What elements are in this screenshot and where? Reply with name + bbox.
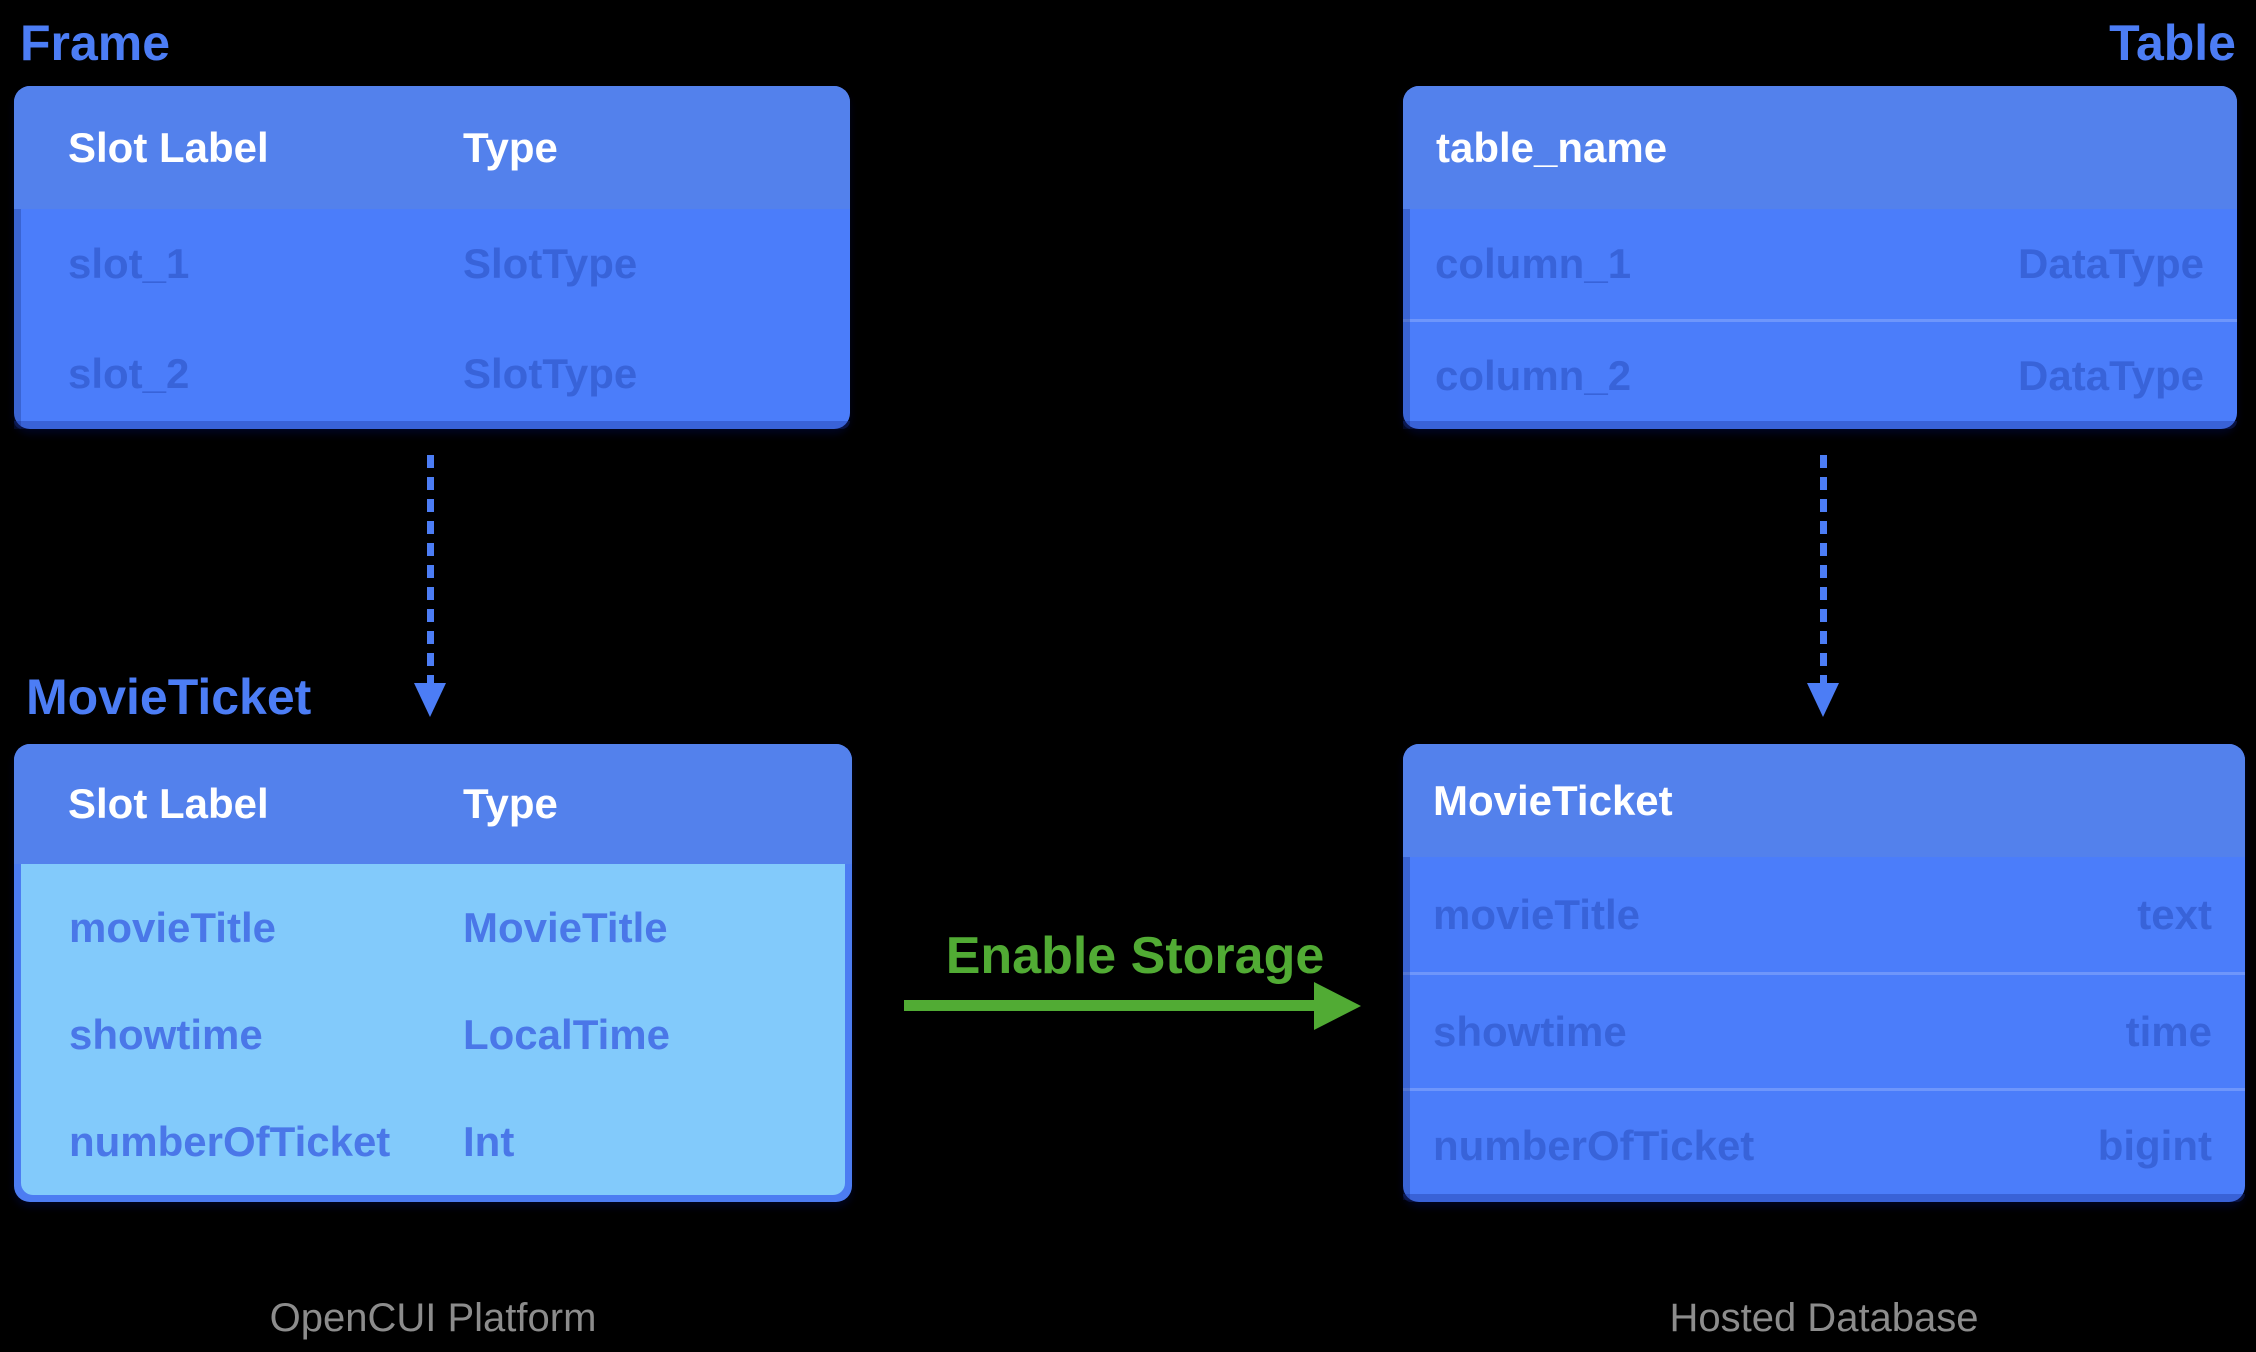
column-name-cell: movieTitle (1433, 890, 1640, 938)
dashed-line (426, 455, 434, 683)
frame-header-col1: Slot Label (68, 123, 269, 171)
enable-storage-label: Enable Storage (945, 927, 1325, 985)
slot-type-cell: SlotType (463, 350, 638, 397)
column-type-cell: bigint (2097, 1121, 2212, 1169)
arrowhead-icon (414, 683, 446, 717)
table-row: slot_1 SlotType (14, 209, 850, 319)
movieticket-header-col1: Slot Label (68, 780, 269, 827)
slot-type-cell: SlotType (463, 240, 638, 287)
table-name-header: table_name (1436, 123, 1668, 171)
slot-label-cell: slot_2 (68, 350, 190, 397)
slot-label-cell: slot_1 (68, 240, 190, 287)
table-box-header: table_name (1403, 86, 2237, 209)
movieticket-header-col2: Type (463, 780, 558, 827)
movieticket-table-header: MovieTicket (1403, 744, 2245, 857)
table-row: movieTitle MovieTitle (21, 874, 845, 981)
column-name-cell: column_2 (1435, 351, 1632, 399)
movieticket-section-label: MovieTicket (26, 669, 312, 725)
column-type-cell: time (2125, 1007, 2212, 1055)
column-type-cell: DataType (2018, 351, 2204, 399)
frame-header-col2: Type (463, 123, 558, 171)
arrowhead-icon (1807, 683, 1839, 717)
table-row: numberOfTicket Int (21, 1088, 845, 1195)
table-row: movieTitle text (1403, 857, 2245, 972)
table-box-rows: column_1 DataType column_2 DataType (1403, 209, 2237, 429)
column-type-cell: text (2137, 890, 2212, 938)
platform-caption: OpenCUI Platform (269, 1296, 597, 1340)
table-row: numberOfTicket bigint (1403, 1088, 2245, 1200)
slot-type-cell: Int (463, 1117, 515, 1165)
slot-label-cell: showtime (69, 1010, 263, 1058)
movieticket-box-header: Slot Label Type (14, 744, 852, 864)
table-row: showtime LocalTime (21, 981, 845, 1088)
column-name-cell: numberOfTicket (1433, 1121, 1755, 1169)
enable-storage-arrow-line (904, 1000, 1316, 1011)
dashed-line (1819, 455, 1827, 683)
database-caption: Hosted Database (1669, 1296, 1979, 1340)
movieticket-box: Slot Label Type movieTitle MovieTitle sh… (14, 744, 852, 1202)
frame-box: Slot Label Type slot_1 SlotType slot_2 S… (14, 86, 850, 429)
table-row: column_2 DataType (1403, 319, 2237, 429)
enable-storage-arrowhead-icon (1314, 982, 1361, 1030)
movieticket-table-title: MovieTicket (1433, 776, 1673, 824)
frame-box-rows: slot_1 SlotType slot_2 SlotType (14, 209, 850, 429)
movieticket-table-rows: movieTitle text showtime time numberOfTi… (1403, 857, 2245, 1200)
column-name-cell: column_1 (1435, 240, 1632, 287)
frame-section-label: Frame (20, 15, 171, 71)
table-section-label: Table (2109, 15, 2236, 71)
frame-box-header: Slot Label Type (14, 86, 850, 209)
table-row: showtime time (1403, 972, 2245, 1088)
movieticket-table-box: MovieTicket movieTitle text showtime tim… (1403, 744, 2245, 1202)
column-name-cell: showtime (1433, 1007, 1627, 1055)
column-type-cell: DataType (2018, 240, 2204, 287)
frame-to-movieticket-arrow-icon (414, 455, 446, 717)
movieticket-box-rows: movieTitle MovieTitle showtime LocalTime… (21, 864, 845, 1195)
table-row: slot_2 SlotType (14, 319, 850, 429)
table-to-movieticket-arrow-icon (1807, 455, 1839, 717)
slot-label-cell: movieTitle (69, 903, 276, 951)
table-row: column_1 DataType (1403, 209, 2237, 319)
table-box: table_name column_1 DataType column_2 Da… (1403, 86, 2237, 429)
slot-label-cell: numberOfTicket (69, 1117, 391, 1165)
slot-type-cell: MovieTitle (463, 903, 668, 951)
slot-type-cell: LocalTime (463, 1010, 670, 1058)
